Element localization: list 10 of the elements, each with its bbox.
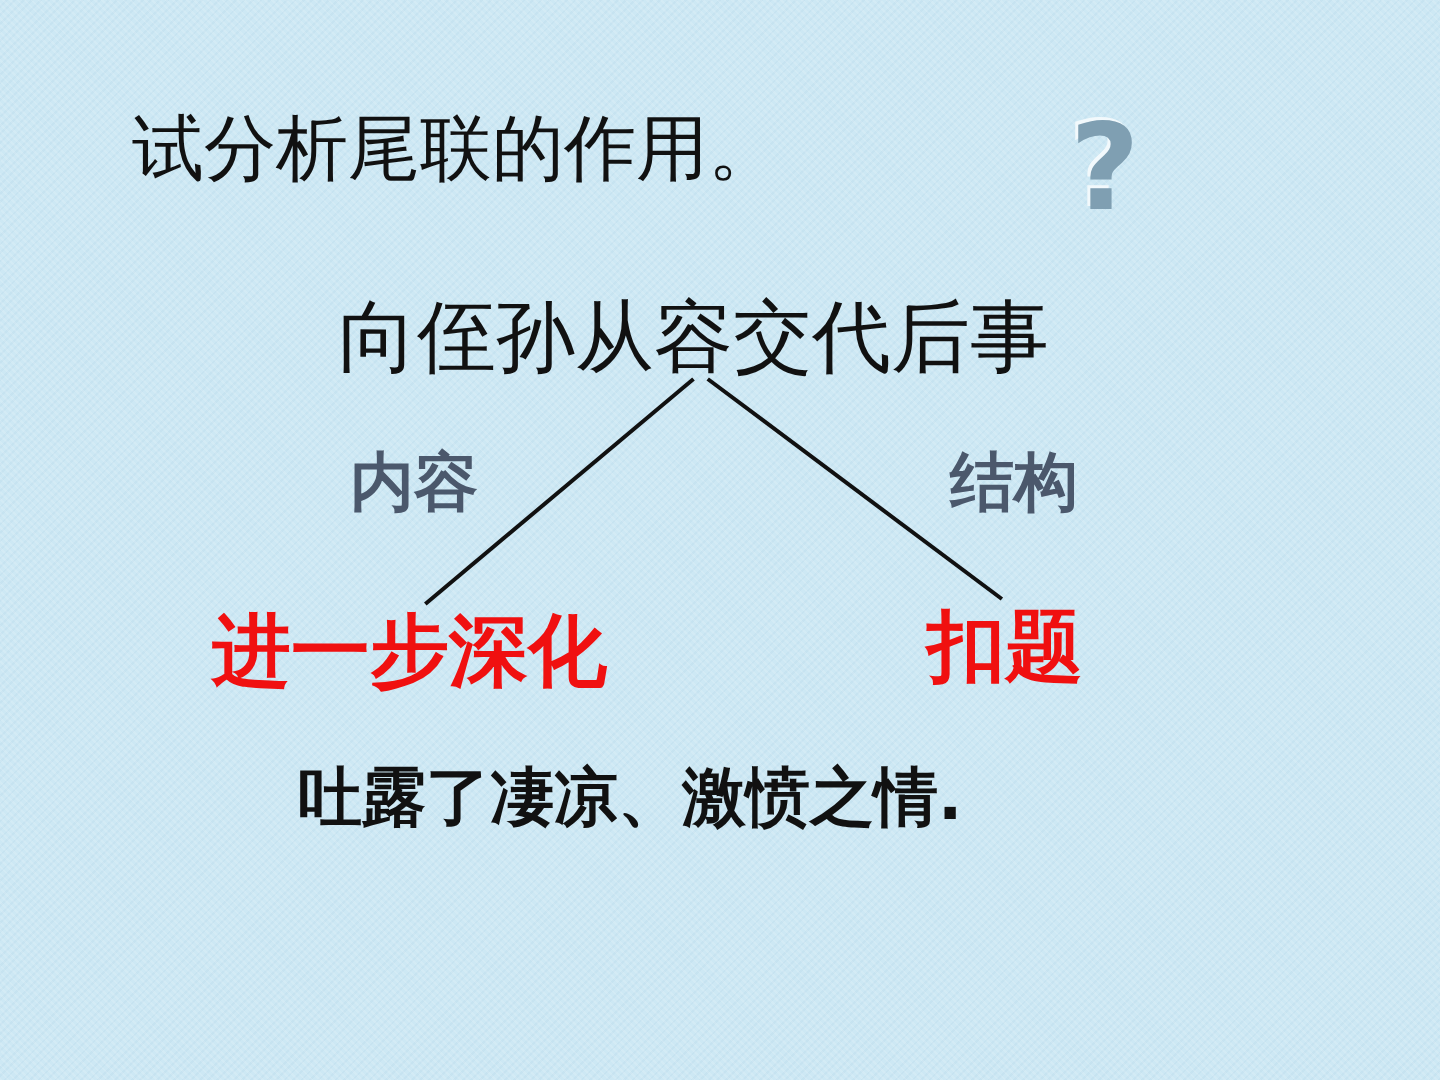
question-mark: ? bbox=[1070, 108, 1140, 228]
branch-label: 内容 bbox=[350, 450, 478, 514]
node-text: 进一步深化 bbox=[212, 612, 607, 691]
conclusion-text: 吐露了凄凉、激愤之情. bbox=[298, 765, 963, 829]
node-text: 扣题 bbox=[927, 607, 1083, 685]
connector-line bbox=[424, 377, 695, 606]
branch-label: 结构 bbox=[950, 450, 1078, 514]
connector-line bbox=[706, 377, 1004, 601]
node-text: 向侄孙从容交代后事 bbox=[338, 298, 1049, 377]
title: 试分析尾联的作用。 bbox=[132, 112, 780, 184]
